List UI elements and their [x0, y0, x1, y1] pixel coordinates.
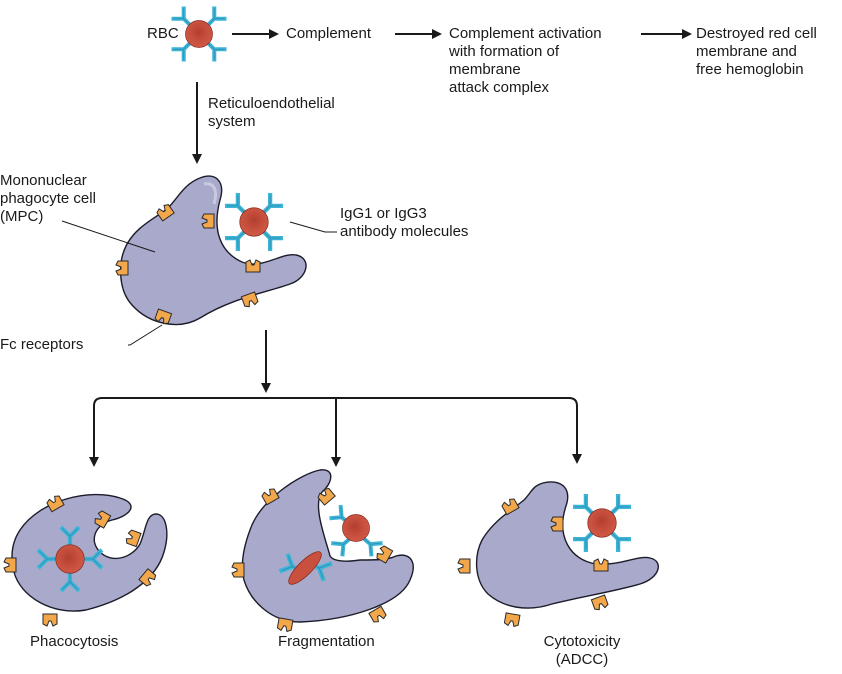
phagocytosis-cell — [3, 493, 168, 627]
antibody-molecules-label: IgG1 or IgG3 antibody molecules — [340, 205, 469, 240]
leader-fc-receptors — [128, 324, 163, 346]
mpc-label: Mononuclear phagocyte cell (MPC) — [0, 172, 96, 225]
outcome-label-phagocytosis: Phacocytosis — [30, 633, 119, 650]
leader-antibody — [289, 221, 337, 233]
cytotoxicity-cell — [457, 481, 659, 628]
leader-mpc — [61, 220, 156, 253]
complement-activation-label: Complement activation with formation of … — [449, 25, 602, 96]
destroyed-red-cell-label: Destroyed red cell membrane and free hem… — [696, 25, 817, 78]
complement-label: Complement — [286, 25, 372, 42]
rbc-fragment — [275, 551, 335, 585]
outcome-label-cytotoxicity: Cytotoxicity (ADCC) — [543, 633, 621, 668]
mpc-cell — [115, 175, 307, 326]
fc-receptors-label: Fc receptors — [0, 336, 84, 353]
outcome-label-fragmentation: Fragmentation — [278, 633, 375, 650]
rbc-fragmentation — [331, 507, 380, 554]
reticuloendothelial-label: Reticuloendothelial system — [208, 95, 335, 130]
rbc-label: RBC — [147, 25, 179, 42]
fragmentation-cell — [231, 469, 414, 633]
